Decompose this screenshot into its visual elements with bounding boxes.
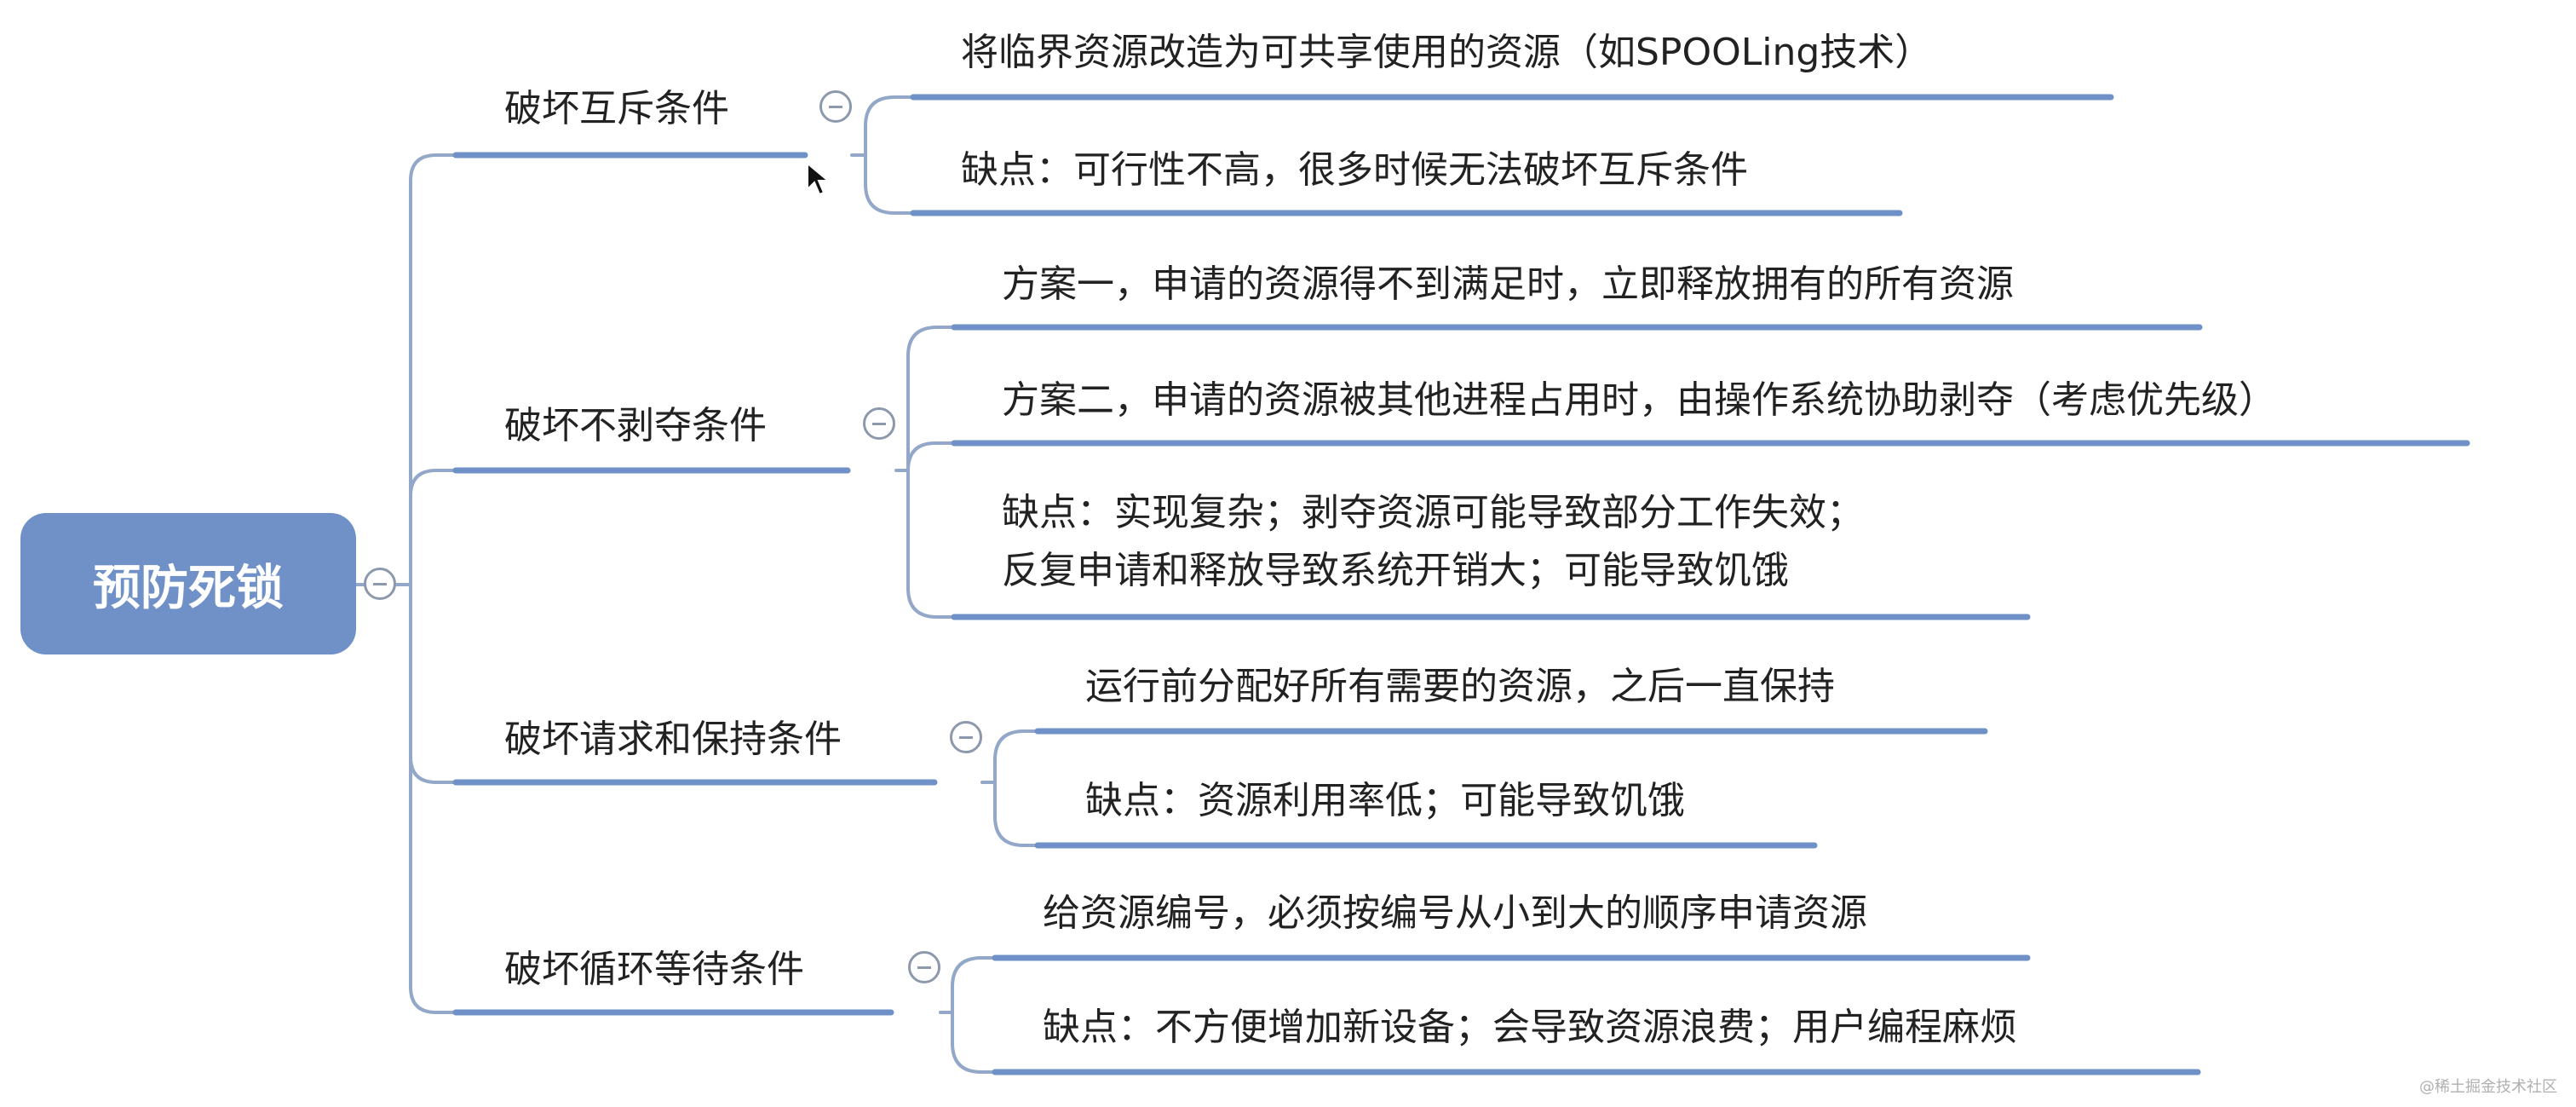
branch-3-collapse-toggle-icon[interactable] [950, 721, 982, 753]
branch-3-child-1[interactable]: 运行前分配好所有需要的资源，之后一直保持 [1085, 665, 1835, 708]
branch-3-child-2[interactable]: 缺点：资源利用率低；可能导致饥饿 [1085, 779, 1685, 822]
branch-1-child-1-connector [864, 95, 915, 157]
branch-1-child-2-connector [864, 153, 915, 215]
branch-4-label[interactable]: 破坏循环等待条件 [504, 948, 804, 991]
branch-4-child-2-connector [951, 1011, 997, 1074]
branch-3-child-2-connector [993, 781, 1039, 847]
branch-1-label[interactable]: 破坏互斥条件 [504, 87, 729, 130]
root-collapse-toggle-icon[interactable] [364, 568, 396, 600]
root-node-label: 预防死锁 [93, 560, 284, 616]
trunk-to-branch-2 [409, 469, 457, 586]
trunk-to-branch-4 [409, 583, 457, 1014]
branch-3-child-1-connector [993, 729, 1039, 784]
branch-2-child-2-connector [906, 441, 956, 472]
branch-4-collapse-toggle-icon[interactable] [908, 951, 940, 983]
branch-4-child-1[interactable]: 给资源编号，必须按编号从小到大的顺序申请资源 [1043, 891, 1867, 935]
branch-2-child-1[interactable]: 方案一，申请的资源得不到满足时，立即释放拥有的所有资源 [1002, 262, 2014, 306]
branch-2-child-3-connector [906, 469, 956, 619]
branch-1-child-1[interactable]: 将临界资源改造为可共享使用的资源（如SPOOLing技术） [961, 31, 1933, 74]
mouse-pointer-icon [806, 161, 831, 199]
branch-2-child-3-line-1[interactable]: 缺点：实现复杂；剥夺资源可能导致部分工作失效； [1002, 491, 1864, 534]
branch-2-child-2[interactable]: 方案二，申请的资源被其他进程占用时，由操作系统协助剥夺（考虑优先级） [1002, 378, 2276, 422]
trunk-to-branch-1 [409, 153, 457, 586]
branch-2-child-3-line-2[interactable]: 反复申请和释放导致系统开销大；可能导致饥饿 [1002, 549, 1789, 592]
root-node[interactable]: 预防死锁 [20, 513, 356, 654]
branch-2-label[interactable]: 破坏不剥夺条件 [504, 404, 767, 447]
branch-2-collapse-toggle-icon[interactable] [863, 407, 895, 440]
branch-4-child-2[interactable]: 缺点：不方便增加新设备；会导致资源浪费；用户编程麻烦 [1043, 1006, 2017, 1049]
trunk-to-branch-3 [409, 583, 457, 784]
branch-2-child-1-connector [906, 326, 956, 472]
branch-1-collapse-toggle-icon[interactable] [819, 90, 852, 123]
branch-3-label[interactable]: 破坏请求和保持条件 [504, 718, 842, 761]
watermark: @稀土掘金技术社区 [2419, 1078, 2557, 1096]
branch-1-child-2[interactable]: 缺点：可行性不高，很多时候无法破坏互斥条件 [961, 148, 1748, 192]
branch-4-child-1-connector [951, 956, 997, 1014]
